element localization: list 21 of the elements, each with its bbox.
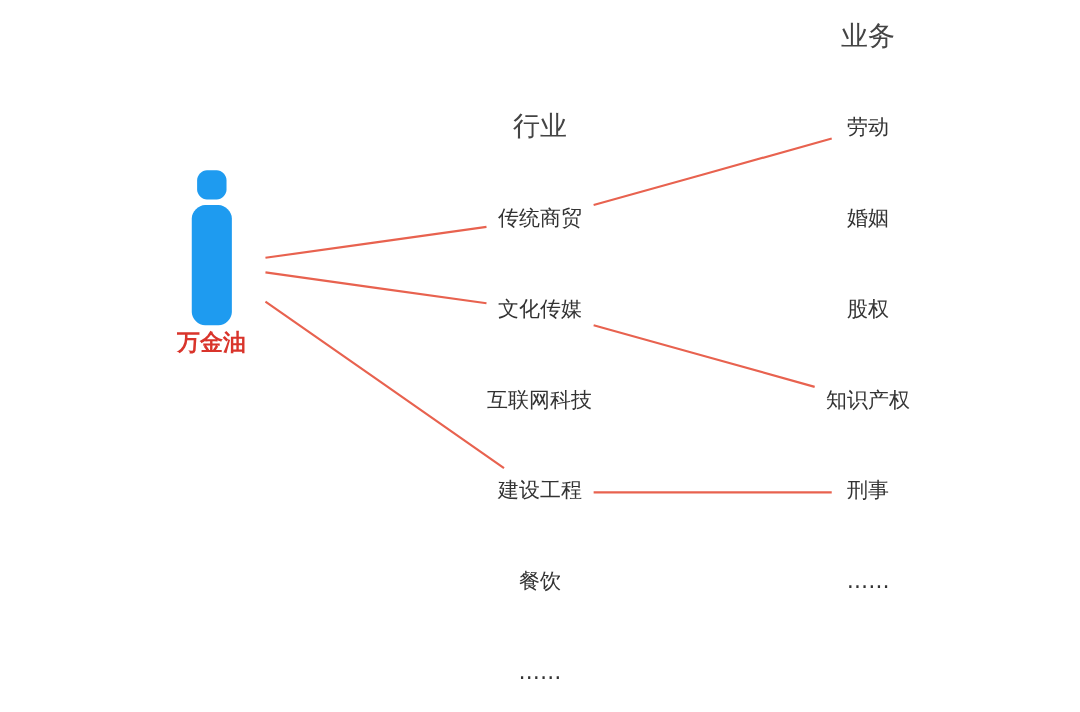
connector	[265, 225, 487, 259]
node-text: 婚姻	[847, 204, 890, 230]
node-text: 传统商贸	[498, 204, 582, 230]
node-text: 股权	[847, 295, 890, 321]
node-text: ……	[518, 659, 562, 685]
node-text: 刑事	[847, 477, 890, 503]
connector	[265, 271, 487, 305]
connector	[593, 324, 815, 388]
label: 行业	[513, 111, 567, 142]
node-text: 餐饮	[519, 568, 561, 594]
node-label: 万金油	[177, 329, 247, 356]
node-text: 劳动	[847, 113, 890, 139]
node-text: 文化传媒	[498, 295, 582, 321]
node-text: 知识产权	[826, 386, 911, 412]
label: 业务	[841, 20, 896, 51]
connector	[593, 137, 832, 207]
node-text: ……	[846, 568, 890, 594]
node-text: 互联网科技	[487, 386, 593, 412]
connector	[264, 300, 505, 470]
node-text: 建设工程	[498, 477, 582, 503]
connector	[593, 491, 832, 494]
